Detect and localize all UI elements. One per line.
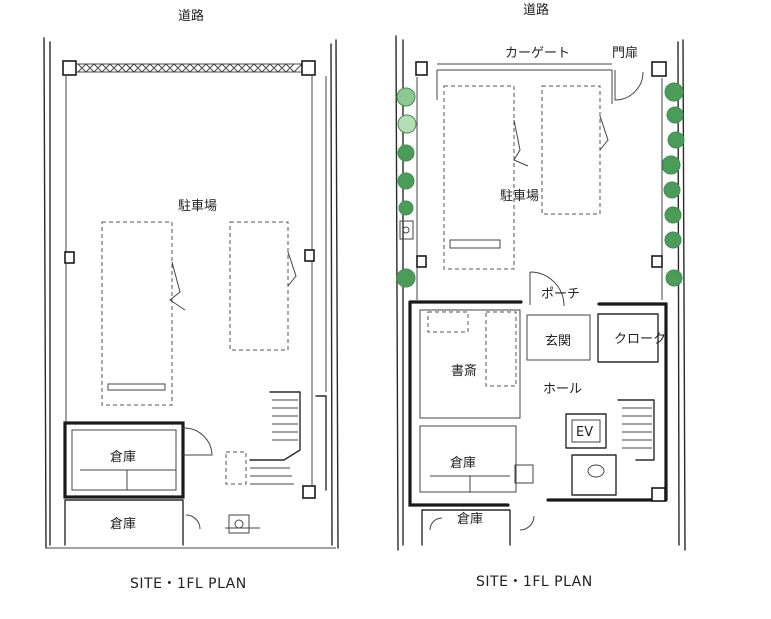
left-storage-walls bbox=[63, 421, 185, 499]
right-study-room bbox=[419, 309, 521, 419]
right-site-boundary bbox=[395, 35, 686, 551]
right-parking-edges bbox=[416, 77, 663, 300]
right-road-label: 道路 bbox=[523, 2, 549, 18]
tree-icon bbox=[396, 268, 416, 288]
left-storage-shelves bbox=[80, 469, 176, 490]
left-storage-inner bbox=[71, 429, 177, 491]
left-car-1-door-swing bbox=[169, 261, 186, 311]
right-tree-row-right bbox=[661, 82, 685, 287]
right-cloak-room bbox=[597, 313, 659, 363]
right-study-label: 書斎 bbox=[451, 363, 477, 379]
right-car-gate-label: カーゲート bbox=[505, 46, 570, 61]
tree-icon bbox=[396, 87, 416, 107]
right-stair-outline bbox=[617, 399, 655, 461]
left-lower-storage-walls bbox=[64, 499, 184, 546]
right-tap-box bbox=[399, 220, 414, 240]
left-car-1 bbox=[101, 221, 173, 406]
left-stair-outline bbox=[249, 391, 301, 461]
right-mid-post-r bbox=[651, 255, 663, 268]
right-site-plan: 道路 カーゲート 門扉 bbox=[395, 2, 686, 590]
left-car-2-door-swing bbox=[287, 251, 297, 287]
right-entrance-label: 玄関 bbox=[545, 334, 571, 349]
left-site-boundary bbox=[43, 37, 339, 549]
right-gate-door-swing bbox=[614, 70, 644, 101]
right-house-walls bbox=[408, 300, 668, 507]
tree-icon bbox=[663, 181, 681, 199]
left-plan-caption: SITE・1FL PLAN bbox=[130, 576, 247, 592]
left-corner-post-br bbox=[302, 485, 316, 499]
tree-icon bbox=[398, 200, 414, 216]
left-side-wall bbox=[315, 395, 327, 491]
left-parking-edges bbox=[65, 76, 327, 485]
tree-icon bbox=[665, 269, 683, 287]
tree-icon bbox=[664, 231, 682, 249]
right-lower-storage-walls bbox=[421, 509, 511, 546]
right-porch-label: ポーチ bbox=[541, 287, 580, 302]
right-elevator-label: EV bbox=[576, 425, 593, 440]
left-meter-box bbox=[228, 514, 250, 534]
right-plan-caption: SITE・1FL PLAN bbox=[476, 574, 593, 590]
right-corner-post-tl bbox=[415, 61, 428, 76]
left-lower-door-swing bbox=[185, 514, 201, 530]
left-stair-landing bbox=[225, 451, 247, 485]
right-cloak-label: クローク bbox=[614, 332, 666, 347]
right-car-1 bbox=[443, 85, 515, 270]
tree-icon bbox=[664, 82, 684, 102]
left-mid-post-l bbox=[64, 251, 75, 264]
tree-icon bbox=[661, 155, 681, 175]
right-toilet-room bbox=[571, 454, 617, 496]
right-car-gate-rail bbox=[437, 63, 612, 71]
left-storage-top-label: 倉庫 bbox=[110, 450, 136, 465]
right-storage-mid-shelves bbox=[430, 475, 510, 492]
left-site-plan: 道路 駐車場 倉庫 倉庫 bbox=[43, 8, 339, 592]
left-stair-treads bbox=[250, 399, 298, 485]
right-elevator-shaft bbox=[565, 413, 607, 449]
right-tap-icon bbox=[402, 226, 410, 234]
left-parking-label: 駐車場 bbox=[178, 199, 217, 214]
right-elevator-car bbox=[571, 419, 601, 443]
left-storage-bottom-label: 倉庫 bbox=[110, 517, 136, 532]
left-car-2 bbox=[229, 221, 289, 351]
right-car-1-door-swing bbox=[513, 119, 529, 167]
tree-icon bbox=[667, 131, 685, 149]
left-road-label: 道路 bbox=[178, 8, 204, 24]
right-sink-icon bbox=[514, 464, 534, 484]
left-corner-post-tl bbox=[62, 60, 77, 76]
right-lower-door-swings bbox=[429, 515, 535, 531]
left-front-fence bbox=[76, 63, 302, 73]
right-corner-post-tr bbox=[651, 61, 667, 77]
tree-icon bbox=[397, 144, 415, 162]
left-corner-post-tr bbox=[301, 60, 316, 76]
right-study-furniture bbox=[427, 311, 517, 387]
right-storage-bottom-label: 倉庫 bbox=[457, 512, 483, 527]
right-car-1-bumper bbox=[449, 239, 501, 249]
right-corner-post-br bbox=[651, 487, 666, 502]
left-fence-hatching bbox=[77, 63, 303, 73]
right-storage-mid-label: 倉庫 bbox=[450, 456, 476, 471]
right-gate-posts bbox=[436, 70, 613, 104]
right-storage-mid-room bbox=[419, 425, 517, 493]
right-entrance-area bbox=[526, 314, 591, 361]
right-toilet-icon bbox=[587, 464, 605, 478]
left-car-1-bumper bbox=[107, 383, 166, 391]
left-meter-icon bbox=[234, 519, 244, 529]
right-parking-label: 駐車場 bbox=[500, 189, 539, 204]
right-stair-treads bbox=[622, 407, 652, 449]
right-porch-door-swing bbox=[529, 271, 565, 307]
right-tree-row-left bbox=[396, 87, 417, 288]
tree-icon bbox=[397, 114, 417, 134]
left-storage-door-swing bbox=[182, 427, 213, 456]
right-gate-label: 門扉 bbox=[612, 45, 638, 61]
right-car-2 bbox=[541, 85, 601, 215]
right-mid-post-l bbox=[416, 255, 427, 268]
tree-icon bbox=[666, 106, 684, 124]
tree-icon bbox=[397, 172, 415, 190]
tree-icon bbox=[664, 206, 682, 224]
left-mid-post-r bbox=[304, 249, 315, 262]
right-hall-label: ホール bbox=[543, 382, 582, 397]
right-car-2-door-swing bbox=[599, 115, 609, 151]
